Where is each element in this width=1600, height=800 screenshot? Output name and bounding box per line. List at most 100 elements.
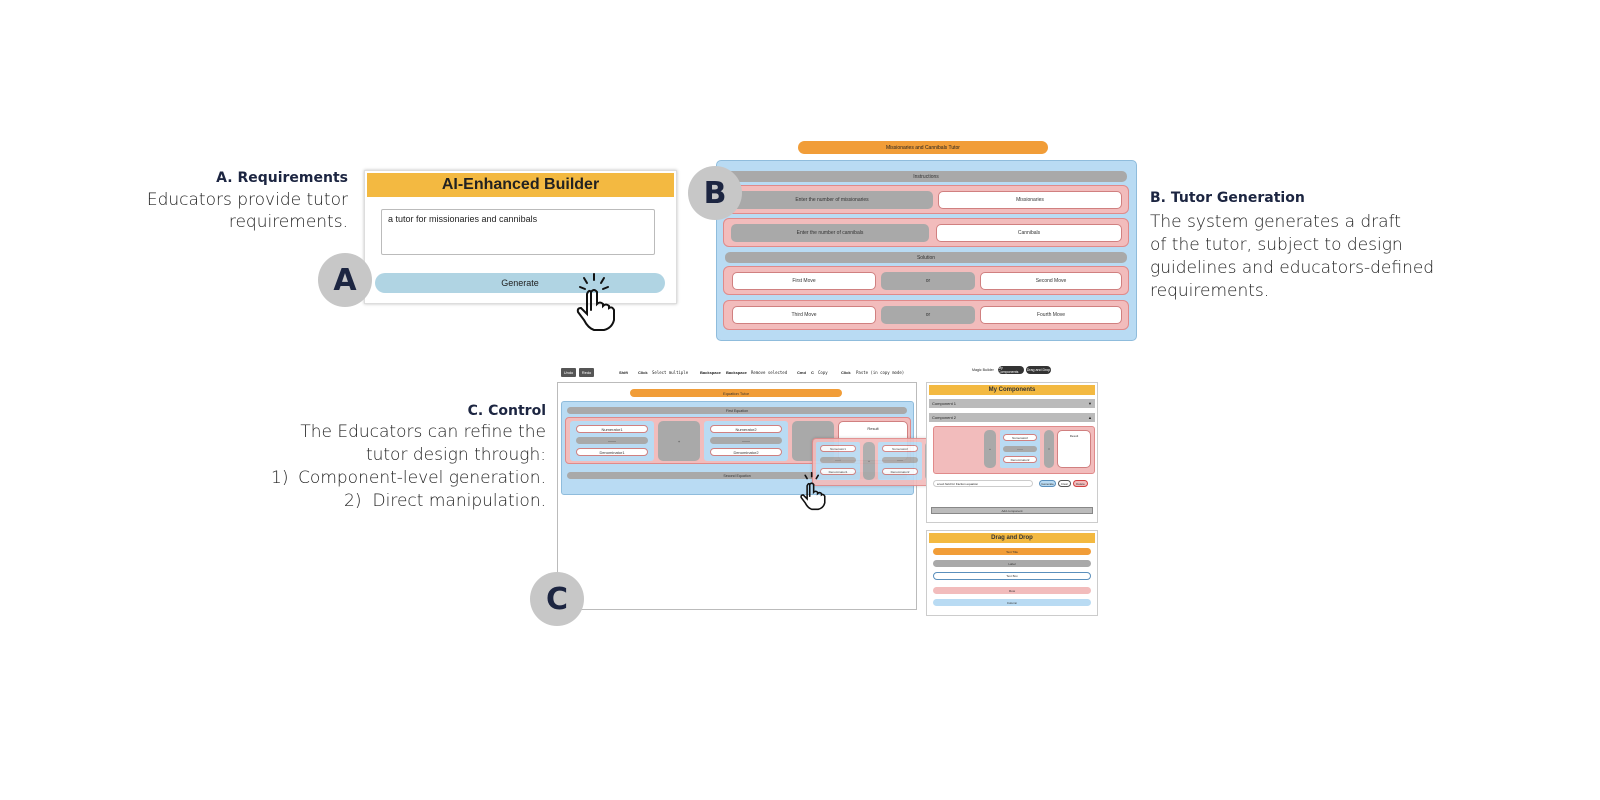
dnd-column[interactable]: Column <box>933 599 1091 606</box>
drag-numerator2: Numerator2 <box>882 445 918 452</box>
dnd-label[interactable]: Label <box>933 560 1091 567</box>
comp-plus: + <box>984 430 996 468</box>
ai-builder-title: AI-Enhanced Builder <box>367 173 674 197</box>
component-1-label: Component 1 <box>932 401 957 406</box>
cannibals-input[interactable]: Cannibals <box>936 224 1122 242</box>
fraction-1: Numerator1 —— Denominator1 <box>570 421 654 461</box>
plus-operator: + <box>658 421 700 461</box>
drag-denominator1: Denominator1 <box>820 468 856 475</box>
my-components-panel: My Components Component 1 ▼ Component 2 … <box>926 382 1098 523</box>
component-clear-button[interactable]: Clear <box>1058 480 1071 487</box>
shortcut-shift: Shift <box>619 370 628 375</box>
shortcut-c: C <box>811 370 814 375</box>
drag-and-drop-tab[interactable]: Drag and Drop <box>1026 366 1051 374</box>
drag-denominator2: Denominator2 <box>882 468 918 475</box>
magic-builder-tab[interactable]: Magic Builder <box>972 368 994 372</box>
section-a-desc-line1: Educators provide tutor <box>146 190 348 210</box>
section-c-item1: Component-level generation. <box>298 468 546 488</box>
operator-or-2: or <box>881 306 975 324</box>
dnd-row[interactable]: Row <box>933 587 1091 594</box>
comp-bar-2: —— <box>1003 446 1037 452</box>
shortcut-backspace-2: Backspace <box>726 370 747 375</box>
section-c-title: C. Control <box>467 403 546 419</box>
section-c-desc-line2: tutor design through: <box>365 445 546 465</box>
hand-pointer-click-icon <box>576 273 615 331</box>
shortcut-click-2: Click <box>841 370 851 375</box>
denominator1-field[interactable]: Denominator1 <box>576 448 648 456</box>
badge-b: B <box>688 166 742 220</box>
shortcut-copy: Copy <box>818 370 828 375</box>
drag-bar-1: —— <box>820 457 856 463</box>
component-2-header[interactable]: Component 2 ▲ <box>929 413 1095 422</box>
undo-button[interactable]: Undo <box>561 368 576 377</box>
equation-tutor-title: Equation Tutor <box>630 389 842 397</box>
editor-canvas[interactable]: Equation Tutor First Equation Numerator1… <box>557 382 917 610</box>
row-cannibals: Enter the number of cannibals Cannibals <box>723 218 1129 247</box>
component-delete-button[interactable]: Delete <box>1073 480 1088 487</box>
cannibals-label: Enter the number of cannibals <box>731 224 929 242</box>
comp-fraction-2: Numerator2 —— Denominator2 <box>1000 430 1040 468</box>
section-b-desc-line1: The system generates a draft <box>1150 212 1401 232</box>
third-move-input[interactable]: Third Move <box>732 306 876 324</box>
section-c-item2-number: 2) <box>344 491 362 511</box>
section-a-title: A. Requirements <box>216 170 348 186</box>
section-c-item1-number: 1) <box>271 468 289 488</box>
component-2-label: Component 2 <box>932 415 957 420</box>
missionaries-label: Enter the number of missionaries <box>731 191 933 209</box>
component-1-header[interactable]: Component 1 ▼ <box>929 399 1095 408</box>
equation-row: Numerator1 —— Denominator1 + Numerator2 … <box>565 417 911 464</box>
section-b-title: B. Tutor Generation <box>1150 190 1305 206</box>
tutor-preview-panel: Instructions Enter the number of mission… <box>716 160 1137 341</box>
fourth-move-input[interactable]: Fourth Move <box>980 306 1122 324</box>
denominator2-field[interactable]: Denominator2 <box>710 448 782 456</box>
drag-and-drop-panel: Drag and Drop Text Title Label Text Box … <box>926 530 1098 616</box>
component-2-preview[interactable]: + Numerator2 —— Denominator2 = Result <box>933 426 1095 474</box>
operator-or-1: or <box>881 272 975 290</box>
requirements-textarea[interactable]: a tutor for missionaries and cannibals <box>381 209 655 255</box>
numerator2-field[interactable]: Numerator2 <box>710 425 782 433</box>
ai-builder-panel: AI-Enhanced Builder a tutor for missiona… <box>364 170 677 304</box>
dnd-text-box[interactable]: Text Box <box>933 572 1091 580</box>
add-component-button[interactable]: Add component <box>931 507 1093 514</box>
dnd-text-title[interactable]: Text Title <box>933 548 1091 555</box>
numerator1-field[interactable]: Numerator1 <box>576 425 648 433</box>
row-moves-2: Third Move or Fourth Move <box>723 300 1129 330</box>
drag-and-drop-title: Drag and Drop <box>929 533 1095 543</box>
row-moves-1: First Move or Second Move <box>723 266 1129 295</box>
missionaries-input[interactable]: Missionaries <box>938 191 1122 209</box>
chevron-up-icon[interactable]: ▲ <box>1088 415 1092 420</box>
shortcut-paste: Paste (in copy mode) <box>856 370 905 375</box>
drag-fraction-2: Numerator2 —— Denominator2 <box>878 442 922 480</box>
fraction-bar-1: —— <box>576 437 648 444</box>
first-move-input[interactable]: First Move <box>732 272 876 290</box>
shortcut-backspace: Backspace <box>700 370 721 375</box>
comp-equals: = <box>1044 430 1054 468</box>
shortcut-cmd: Cmd <box>797 370 806 375</box>
chevron-down-icon[interactable]: ▼ <box>1088 401 1092 406</box>
editor-toolbar: Undo Redo Shift Click Select multiple Ba… <box>561 368 911 378</box>
comp-numerator2: Numerator2 <box>1003 434 1037 441</box>
comp-result: Result <box>1057 430 1091 468</box>
my-components-title: My Components <box>929 385 1095 395</box>
drag-bar-2: —— <box>882 457 918 463</box>
drag-numerator1: Numerator1 <box>820 445 856 452</box>
shortcut-select-multiple: Select multiple <box>652 370 689 375</box>
my-components-tab[interactable]: My Components <box>998 366 1024 374</box>
drag-plus: + <box>863 442 875 480</box>
drag-fraction-1: Numerator1 —— Denominator1 <box>816 442 860 480</box>
mode-switch: Magic Builder My Components Drag and Dro… <box>970 366 1100 375</box>
tutor-title-bar: Missionaries and Cannibals Tutor <box>798 141 1048 154</box>
section-a-desc-line2: requirements. <box>228 212 348 232</box>
row-missionaries: Enter the number of missionaries Mission… <box>723 185 1129 214</box>
component-prompt-input[interactable]: a text field for fraction equation <box>933 480 1033 487</box>
section-b-desc-line3: guidelines and educators-defined <box>1150 258 1435 278</box>
section-c-desc-line1: The Educators can refine the <box>300 422 546 442</box>
component-generate-button[interactable]: Generate <box>1039 480 1056 487</box>
fraction-2: Numerator2 —— Denominator2 <box>704 421 788 461</box>
badge-a: A <box>318 253 372 307</box>
badge-c: C <box>530 572 584 626</box>
generate-button[interactable]: Generate <box>375 273 665 293</box>
second-move-input[interactable]: Second Move <box>980 272 1122 290</box>
redo-button[interactable]: Redo <box>579 368 594 377</box>
second-equation-bar: Second Equation <box>567 472 907 479</box>
